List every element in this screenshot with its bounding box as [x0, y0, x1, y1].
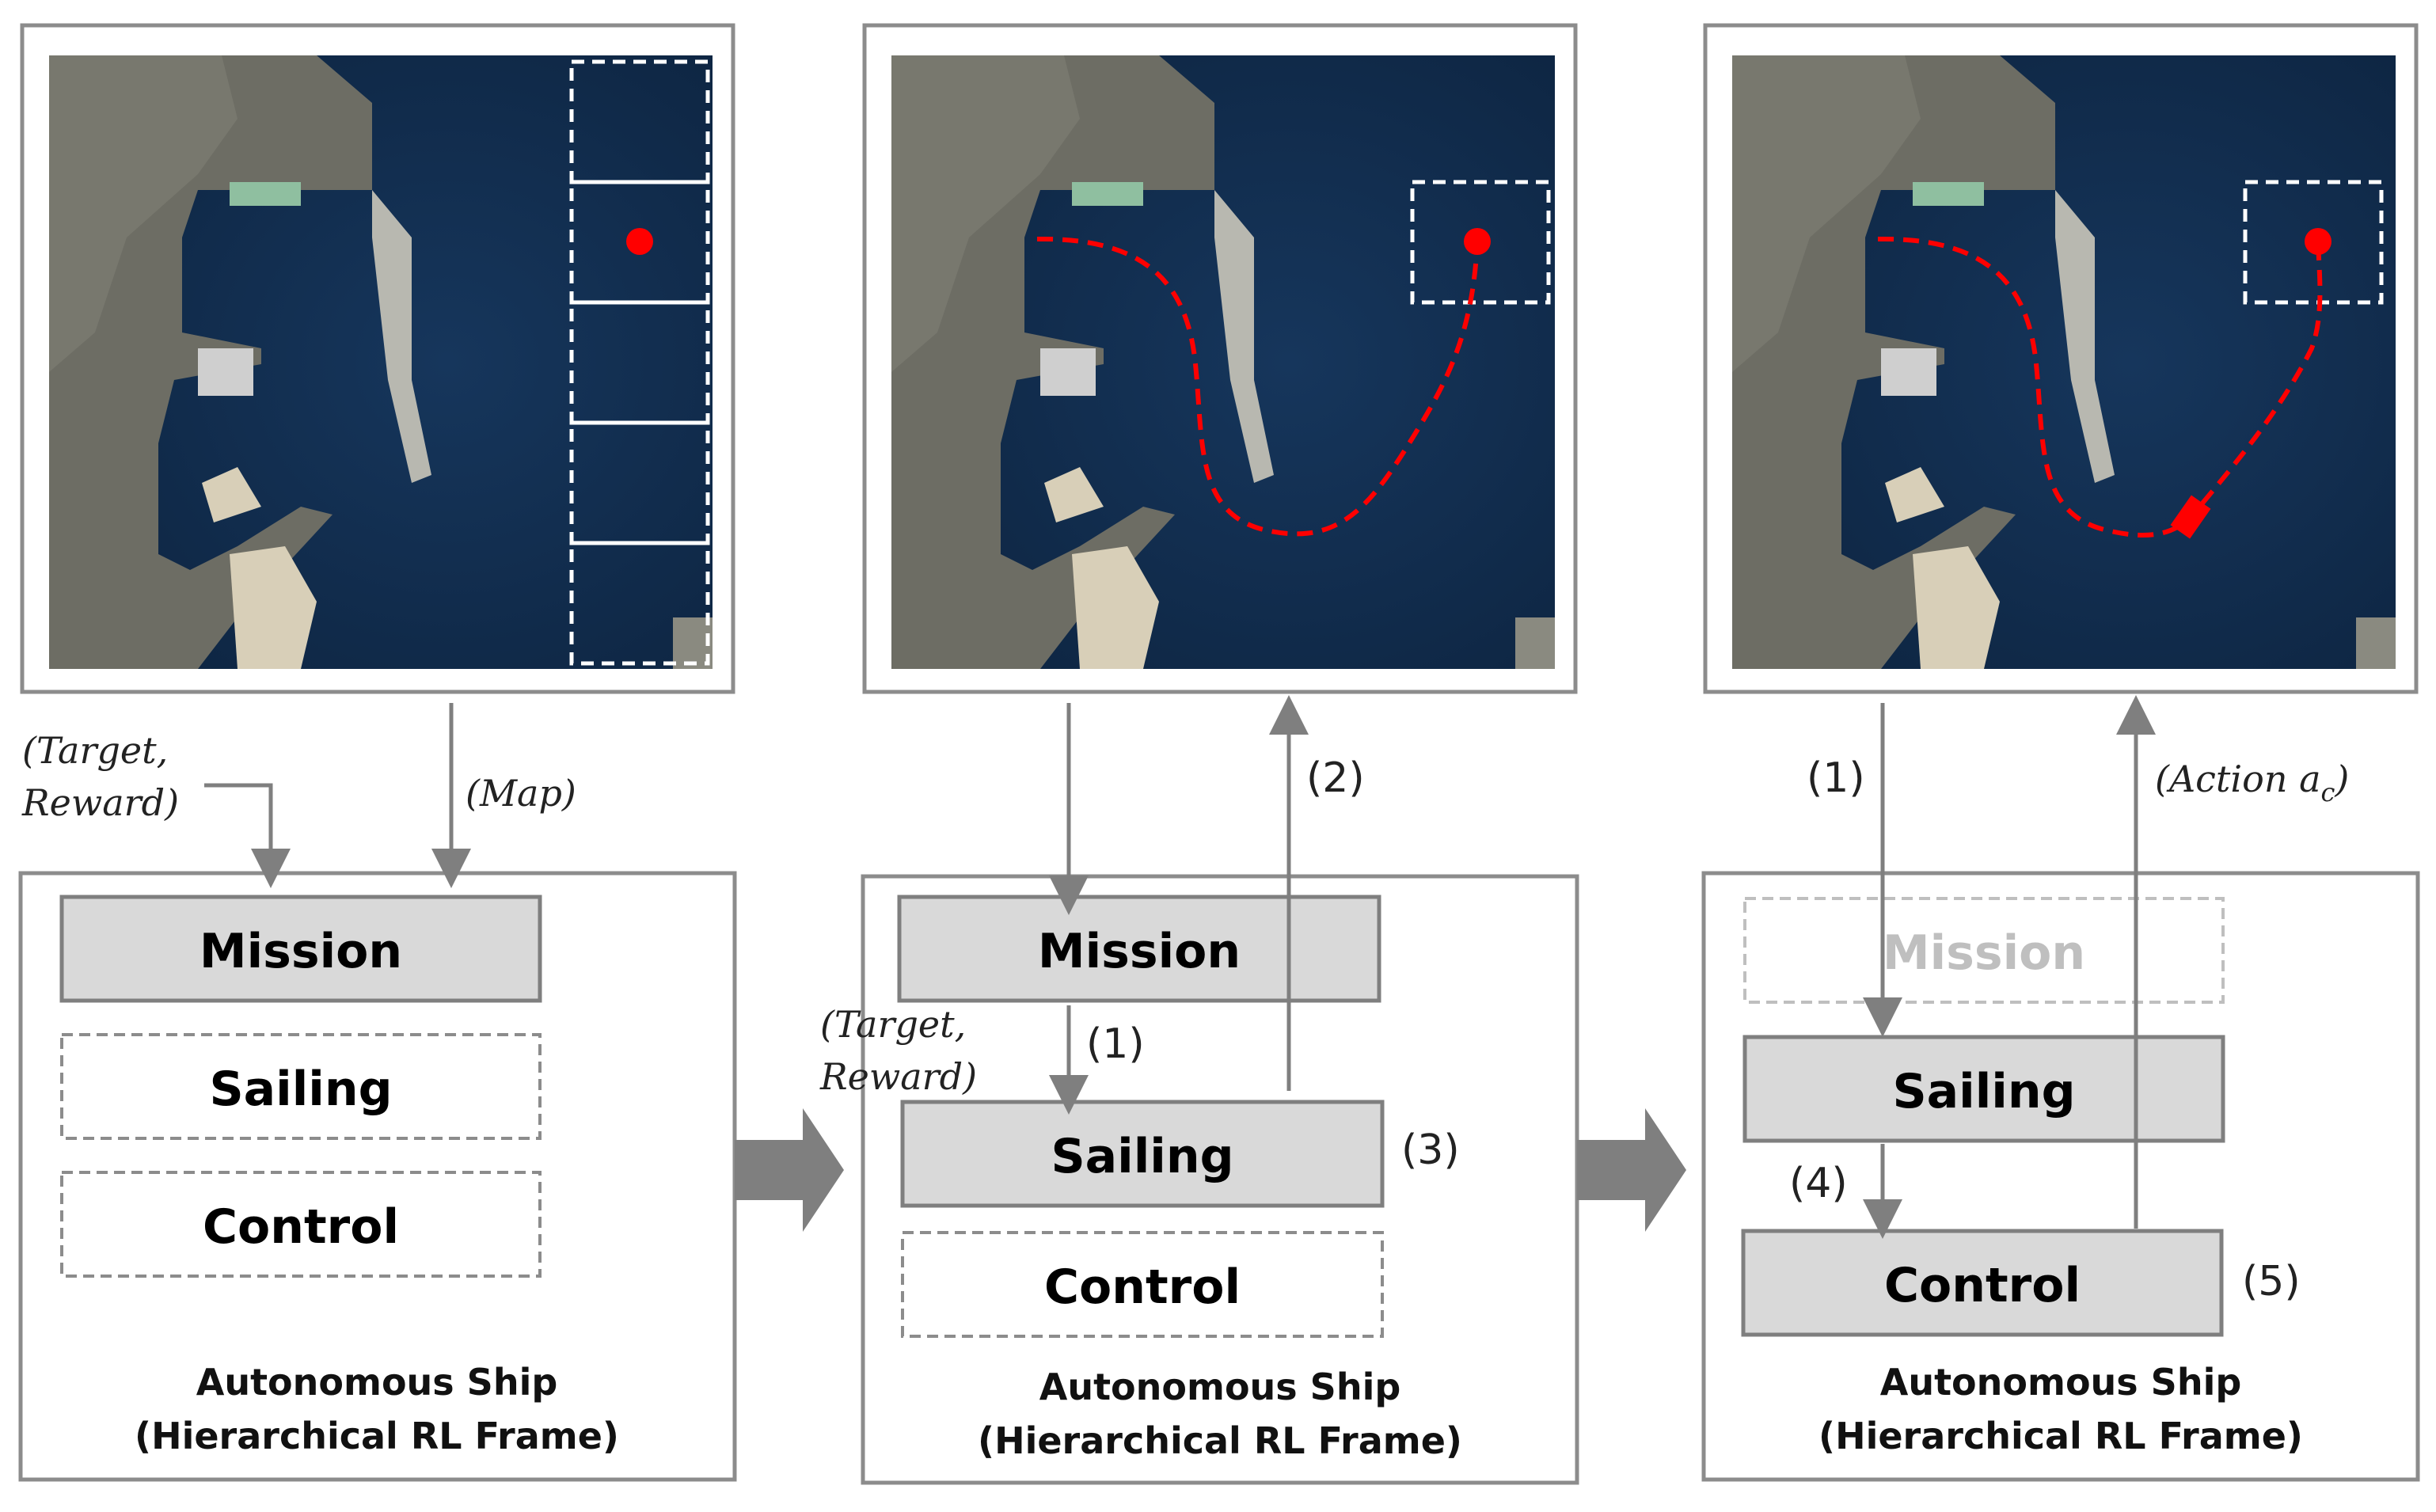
- sailing-block: [900, 1100, 1385, 1208]
- frame-title: Autonomous Ship: [196, 1361, 558, 1404]
- target-cell: [2243, 180, 2384, 305]
- target-reward-label: (Target,: [22, 729, 168, 772]
- step-3-label: (3): [1401, 1126, 1460, 1174]
- control-block: [60, 1171, 542, 1278]
- target-cell: [1410, 180, 1551, 305]
- frame-subtitle: (Hierarchical RL Frame): [135, 1415, 619, 1457]
- map-panel-middle: [862, 23, 1578, 694]
- mission-label: Mission: [200, 924, 402, 979]
- frame-title: Autonomous Ship: [1039, 1366, 1401, 1408]
- map-panel-left: [20, 23, 735, 694]
- mission-block: [1743, 897, 2225, 1004]
- control-label: Control: [203, 1199, 399, 1255]
- sailing-block: [60, 1033, 542, 1140]
- sailing-label: Sailing: [1051, 1129, 1233, 1184]
- target-point: [2305, 228, 2331, 255]
- mission-block: [897, 895, 1381, 1003]
- control-label: Control: [1044, 1259, 1241, 1315]
- frame-subtitle: (Hierarchical RL Frame): [1818, 1415, 2303, 1457]
- control-block: [1741, 1229, 2224, 1337]
- target-reward-label-2: Reward): [819, 1055, 977, 1098]
- planned-path: [1036, 236, 1480, 537]
- target-reward-label-2: Reward): [21, 781, 179, 824]
- control-block: [901, 1231, 1384, 1338]
- sailing-label: Sailing: [1892, 1064, 2075, 1119]
- frame-title: Autonomous Ship: [1880, 1361, 2242, 1404]
- step-5-label: (5): [2242, 1258, 2301, 1305]
- target-point: [1464, 228, 1491, 255]
- sailing-label: Sailing: [209, 1062, 392, 1117]
- mission-block: [59, 895, 542, 1003]
- target-point: [626, 228, 653, 255]
- transition-arrow-2: [1577, 1108, 1686, 1232]
- target-reward-arrow: [204, 783, 291, 888]
- step-4-label: (4): [1789, 1160, 1848, 1207]
- ship-path: [1877, 236, 2323, 538]
- action-label: (Action ac): [2155, 758, 2349, 807]
- grid-cells: [569, 59, 710, 666]
- mission-label: Mission: [1883, 925, 2085, 981]
- map-label: (Map): [466, 772, 576, 815]
- step-1-label: (1): [1086, 1020, 1145, 1068]
- land-area: [891, 55, 1555, 669]
- target-reward-label: (Target,: [820, 1003, 966, 1046]
- mission-label: Mission: [1038, 924, 1241, 979]
- step-1-label: (1): [1807, 754, 1865, 802]
- frame-subtitle: (Hierarchical RL Frame): [978, 1419, 1462, 1462]
- land-area: [1732, 55, 2396, 669]
- transition-arrow-1: [735, 1108, 844, 1232]
- sailing-block: [1742, 1035, 2225, 1143]
- map-panel-right: [1703, 23, 2419, 694]
- control-label: Control: [1884, 1258, 2081, 1313]
- step-2-label: (2): [1306, 754, 1365, 802]
- ship-marker: [2170, 495, 2211, 539]
